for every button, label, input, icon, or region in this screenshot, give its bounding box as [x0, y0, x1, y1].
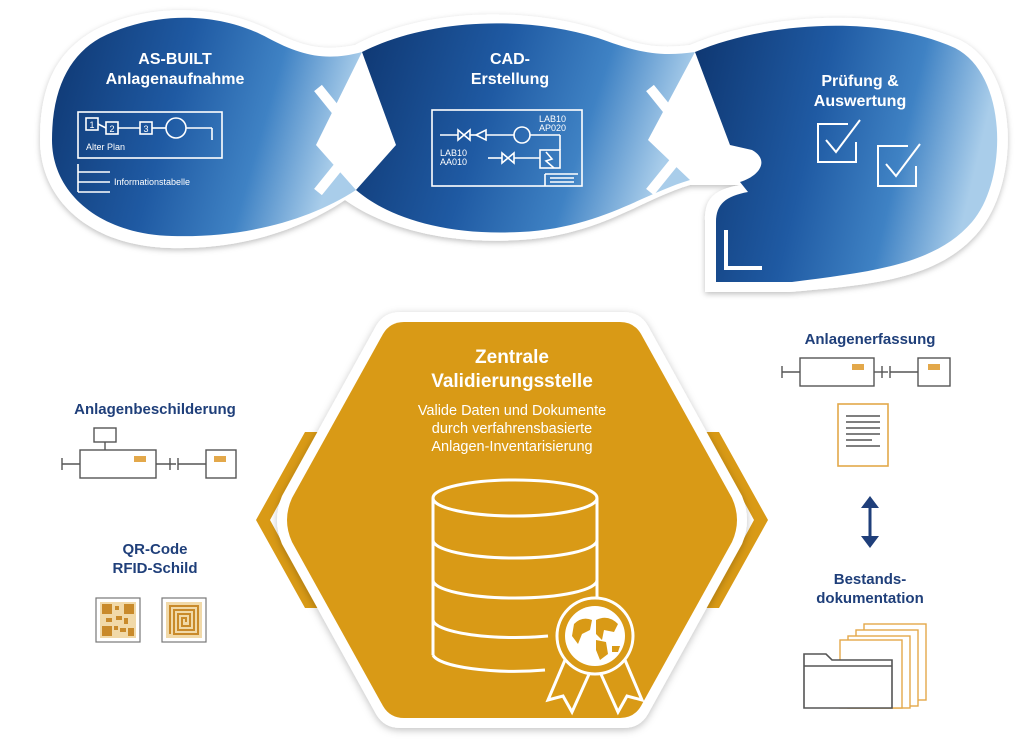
old-plan-icon [77, 111, 223, 193]
checkbox-icons [817, 119, 921, 187]
double-arrow-icon [861, 496, 879, 548]
stage-1-title-line-1: AS-BUILT [138, 51, 212, 68]
labeling-title: Anlagenbeschilderung [74, 401, 236, 418]
qr-rfid-icons [95, 597, 207, 643]
left-bracket [256, 432, 318, 608]
certificate-badge-icon [545, 596, 645, 716]
cad-tag-4: AA010 [440, 157, 467, 167]
info-table-label: Informationstabelle [114, 177, 190, 187]
database-icon [431, 478, 599, 673]
folder-documents-icon [803, 623, 927, 709]
capture-title: Anlagenerfassung [804, 331, 936, 348]
center-hexagon-graphic [256, 312, 768, 728]
box-number-1: 1 [89, 120, 94, 130]
rfid-tag-icon [161, 597, 207, 643]
center-subtitle-line-1: Valide Daten und Dokumente [417, 403, 607, 419]
box-number-3: 3 [143, 124, 148, 134]
stage-3-title: Prüfung & Auswertung [790, 72, 930, 112]
cad-tag-3: LAB10 [440, 148, 467, 158]
cad-tag-1: LAB10 [539, 114, 566, 124]
qr-code-icon [95, 597, 141, 643]
stage-3-title-line-2: Auswertung [813, 93, 907, 110]
docs-title-line-2: dokumentation [816, 590, 924, 607]
cad-drawing-icon [431, 109, 583, 187]
center-subtitle: Valide Daten und Dokumente durch verfahr… [330, 402, 694, 456]
equipment-capture-icon [781, 357, 951, 467]
center-subtitle-line-3: Anlagen-Inventarisierung [431, 439, 593, 455]
docs-title-line-1: Bestands- [833, 571, 907, 588]
stage-2-title: CAD- Erstellung [440, 50, 580, 90]
right-bracket [706, 432, 768, 608]
center-title-line-1: Zentrale [475, 347, 549, 368]
stage-1-title: AS-BUILT Anlagenaufnahme [95, 50, 255, 90]
process-band: 1 2 3 Alter Plan Informationstabelle LAB… [40, 10, 1008, 293]
center-title: Zentrale Validierungsstelle [330, 346, 694, 394]
equipment-labeling-icon [61, 427, 237, 479]
stage-1-title-line-2: Anlagenaufnahme [105, 71, 245, 88]
document-icon [837, 403, 889, 467]
box-number-2: 2 [109, 124, 114, 134]
old-plan-label: Alter Plan [86, 142, 125, 152]
tag-title-line-2: RFID-Schild [112, 560, 198, 577]
tag-title: QR-Code RFID-Schild [60, 540, 250, 578]
center-title-line-2: Validierungsstelle [431, 371, 593, 392]
docs-title: Bestands- dokumentation [790, 570, 950, 608]
cad-tag-2: AP020 [539, 123, 566, 133]
stage-2-title-line-2: Erstellung [470, 71, 550, 88]
stage-2-title-line-1: CAD- [490, 51, 530, 68]
process-band-shape [52, 17, 362, 237]
tag-title-line-1: QR-Code [122, 541, 188, 558]
stage-3-title-line-1: Prüfung & [821, 73, 899, 90]
center-subtitle-line-2: durch verfahrensbasierte [431, 421, 593, 437]
